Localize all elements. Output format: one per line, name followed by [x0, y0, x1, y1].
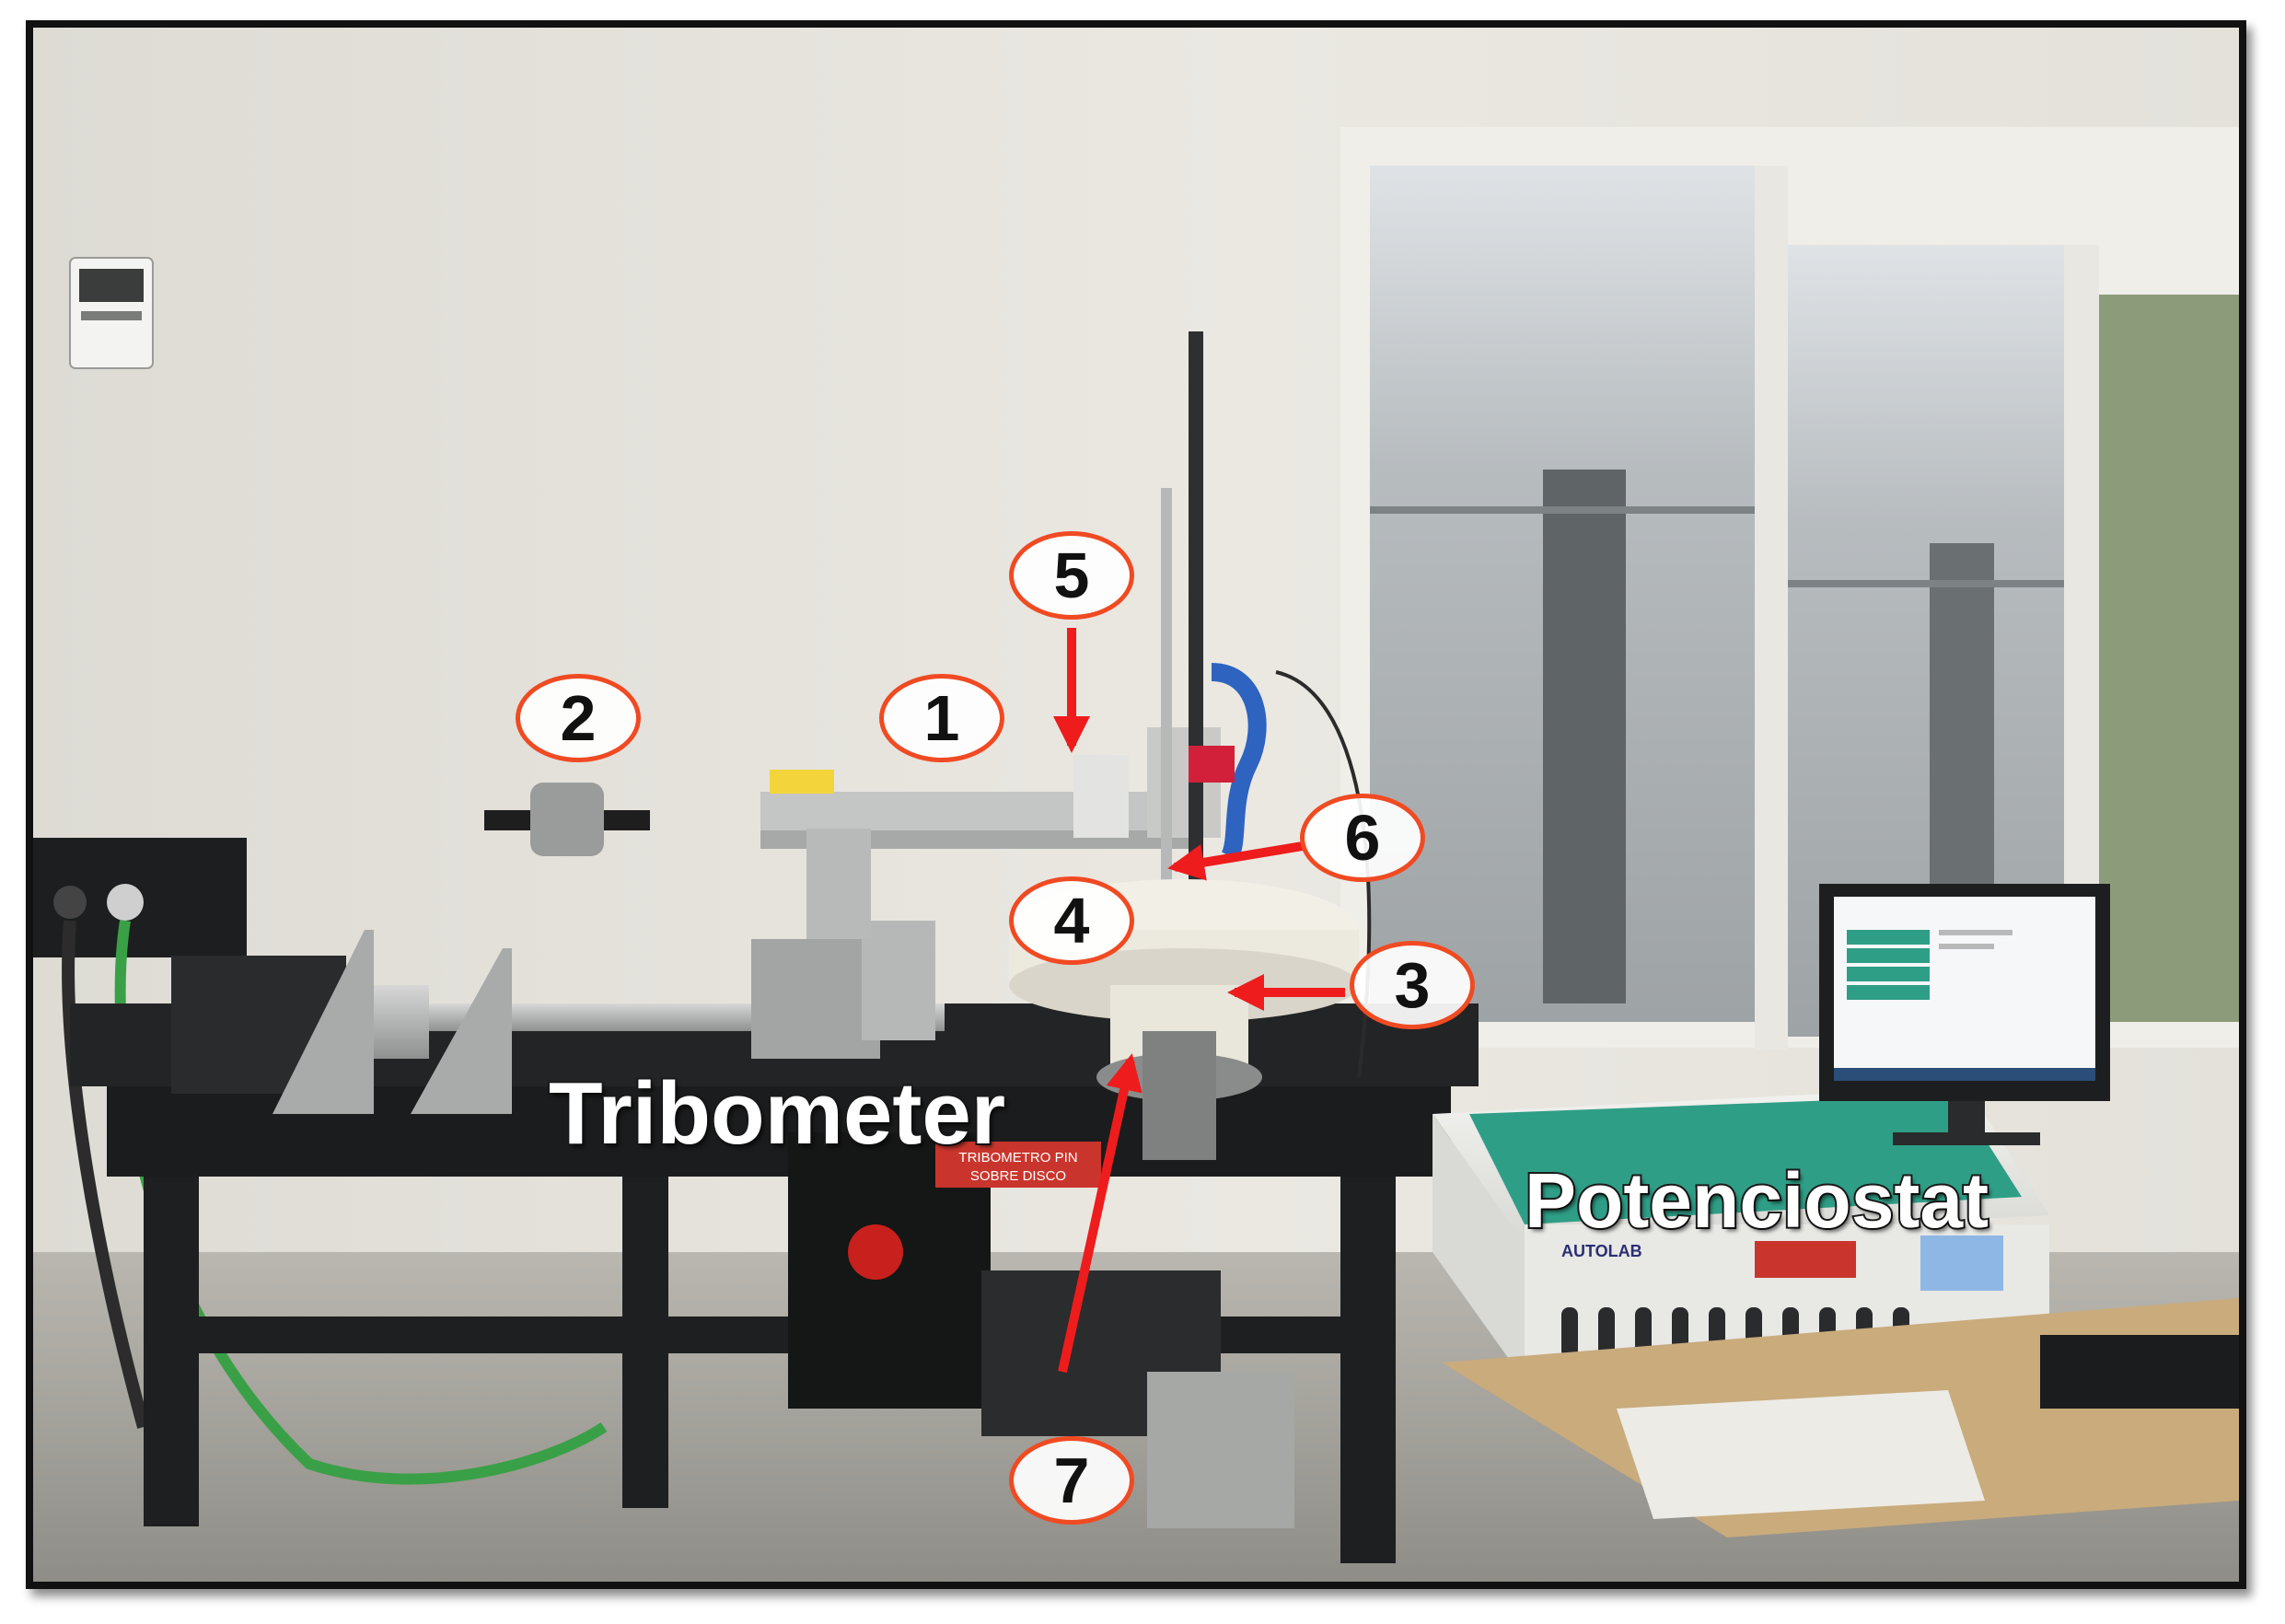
window	[1340, 127, 2239, 1050]
tribometer-label: Tribometer	[547, 1064, 1007, 1163]
annotation-arrows	[1053, 628, 1345, 1374]
desk	[1442, 1298, 2239, 1537]
wall-clock	[69, 257, 154, 369]
computer-monitor	[1819, 884, 2110, 1145]
callout-6: 6	[1300, 794, 1425, 882]
potenciostat-label: Potenciostat	[1523, 1157, 1990, 1244]
brand-label: AUTOLAB	[1561, 1242, 1642, 1260]
pin-arm	[484, 331, 1372, 1078]
svg-text:SOBRE DISCO: SOBRE DISCO	[970, 1168, 1066, 1184]
callout-1: 1	[879, 674, 1004, 762]
motor	[171, 921, 945, 1114]
callout-3: 3	[1350, 941, 1475, 1029]
callout-5: 5	[1009, 531, 1134, 620]
table-plate-text: TRIBOMETRO PIN	[958, 1150, 1077, 1166]
photo-frame: TRIBOMETRO PIN SOBRE DISCO	[26, 20, 2246, 1589]
callout-4: 4	[1009, 876, 1134, 965]
callout-7: 7	[1009, 1436, 1134, 1525]
callout-2: 2	[516, 674, 641, 762]
lab-photo: TRIBOMETRO PIN SOBRE DISCO	[33, 28, 2239, 1582]
